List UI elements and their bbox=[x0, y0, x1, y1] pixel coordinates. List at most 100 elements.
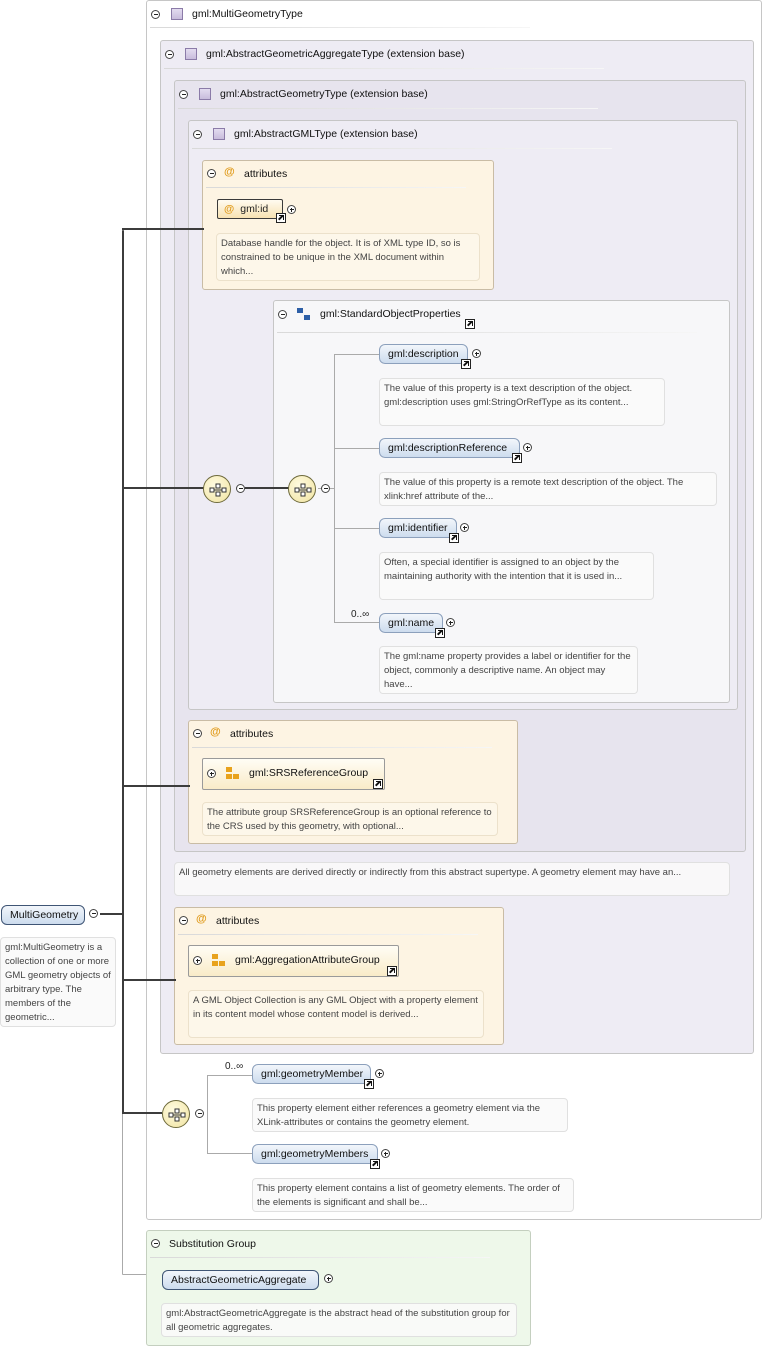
sequence-compositor-icon[interactable] bbox=[288, 475, 316, 503]
collapse-icon[interactable] bbox=[151, 1239, 160, 1248]
sequence-connector bbox=[207, 1075, 208, 1153]
connector bbox=[122, 487, 204, 489]
expand-icon[interactable] bbox=[193, 956, 202, 965]
collapse-icon[interactable] bbox=[207, 169, 216, 178]
expand-icon[interactable] bbox=[375, 1069, 384, 1078]
geometry-members-element[interactable]: gml:geometryMembers bbox=[252, 1144, 378, 1164]
collapse-icon[interactable] bbox=[179, 90, 188, 99]
collapse-icon[interactable] bbox=[195, 1109, 204, 1118]
gml-identifier-doc: Often, a special identifier is assigned … bbox=[379, 552, 654, 600]
aggregation-attribute-group-doc: A GML Object Collection is any GML Objec… bbox=[188, 990, 484, 1038]
multi-geometry-doc: gml:MultiGeometry is a collection of one… bbox=[0, 937, 116, 1027]
expand-icon[interactable] bbox=[381, 1149, 390, 1158]
gml-description-reference-element[interactable]: gml:descriptionReference bbox=[379, 438, 520, 458]
gml-name-doc: The gml:name property provides a label o… bbox=[379, 646, 638, 694]
collapse-icon[interactable] bbox=[236, 484, 245, 493]
reference-arrow-icon[interactable] bbox=[276, 213, 286, 223]
divider bbox=[150, 1257, 490, 1258]
connector bbox=[207, 1075, 252, 1076]
reference-arrow-icon[interactable] bbox=[461, 359, 471, 369]
multiplicity-label: 0..∞ bbox=[351, 609, 370, 620]
divider bbox=[192, 148, 612, 149]
multi-geometry-element[interactable]: MultiGeometry bbox=[1, 905, 85, 925]
collapse-icon[interactable] bbox=[193, 729, 202, 738]
reference-arrow-icon[interactable] bbox=[387, 966, 397, 976]
reference-arrow-icon[interactable] bbox=[364, 1079, 374, 1089]
attribute-icon: @ bbox=[224, 166, 235, 178]
divider bbox=[150, 27, 530, 28]
collapse-icon[interactable] bbox=[165, 50, 174, 59]
attributes-header: attributes bbox=[244, 168, 288, 180]
gml-description-element[interactable]: gml:description bbox=[379, 344, 468, 364]
sequence-connector bbox=[334, 354, 335, 622]
collapse-icon[interactable] bbox=[151, 10, 160, 19]
reference-arrow-icon[interactable] bbox=[370, 1159, 380, 1169]
srs-reference-group-doc: The attribute group SRSReferenceGroup is… bbox=[202, 802, 498, 836]
attribute-group-icon bbox=[212, 954, 226, 967]
main-connector bbox=[122, 230, 124, 1114]
gml-identifier-element[interactable]: gml:identifier bbox=[379, 518, 457, 538]
expand-icon[interactable] bbox=[287, 205, 296, 214]
standard-object-properties-title: gml:StandardObjectProperties bbox=[320, 308, 461, 320]
collapse-icon[interactable] bbox=[278, 310, 287, 319]
sequence-compositor-icon[interactable] bbox=[162, 1100, 190, 1128]
aggregation-attribute-group-label: gml:AggregationAttributeGroup bbox=[235, 954, 380, 966]
group-icon bbox=[297, 308, 311, 321]
geometry-members-doc: This property element contains a list of… bbox=[252, 1178, 574, 1212]
collapse-icon[interactable] bbox=[89, 909, 98, 918]
connector bbox=[207, 1153, 252, 1154]
divider bbox=[164, 68, 604, 69]
expand-icon[interactable] bbox=[324, 1274, 333, 1283]
reference-arrow-icon[interactable] bbox=[465, 319, 475, 329]
sequence-compositor-icon[interactable] bbox=[203, 475, 231, 503]
expand-icon[interactable] bbox=[472, 349, 481, 358]
reference-arrow-icon[interactable] bbox=[435, 628, 445, 638]
connector bbox=[245, 487, 289, 489]
gml-description-doc: The value of this property is a text des… bbox=[379, 378, 665, 426]
reference-arrow-icon[interactable] bbox=[512, 453, 522, 463]
geometry-member-element[interactable]: gml:geometryMember bbox=[252, 1064, 371, 1084]
attribute-icon: @ bbox=[196, 913, 207, 925]
substitution-connector bbox=[122, 1114, 123, 1274]
multi-geometry-type-title: gml:MultiGeometryType bbox=[192, 8, 303, 20]
abstract-geometric-aggregate-element[interactable]: AbstractGeometricAggregate bbox=[162, 1270, 319, 1290]
substitution-connector bbox=[122, 1274, 162, 1275]
substitution-group-title: Substitution Group bbox=[169, 1238, 256, 1250]
collapse-icon[interactable] bbox=[321, 484, 330, 493]
gml-name-element[interactable]: gml:name bbox=[379, 613, 443, 633]
divider bbox=[277, 332, 697, 333]
srs-reference-group-label: gml:SRSReferenceGroup bbox=[249, 767, 369, 779]
srs-reference-group[interactable] bbox=[202, 758, 385, 790]
gml-id-label: gml:id bbox=[240, 203, 269, 215]
expand-icon[interactable] bbox=[460, 523, 469, 532]
expand-icon[interactable] bbox=[207, 769, 216, 778]
connector bbox=[334, 448, 379, 449]
gml-description-reference-doc: The value of this property is a remote t… bbox=[379, 472, 717, 506]
expand-icon[interactable] bbox=[446, 618, 455, 627]
gml-id-doc: Database handle for the object. It is of… bbox=[216, 233, 480, 281]
connector bbox=[122, 785, 190, 787]
abstract-geometric-aggregate-doc: gml:AbstractGeometricAggregate is the ab… bbox=[161, 1303, 517, 1337]
divider bbox=[206, 187, 466, 188]
geometry-member-doc: This property element either references … bbox=[252, 1098, 568, 1132]
abstract-geometric-aggregate-type-title: gml:AbstractGeometricAggregateType (exte… bbox=[206, 48, 465, 60]
complex-type-icon bbox=[185, 48, 197, 60]
reference-arrow-icon[interactable] bbox=[373, 779, 383, 789]
connector bbox=[122, 979, 176, 981]
expand-icon[interactable] bbox=[523, 443, 532, 452]
multiplicity-label: 0..∞ bbox=[225, 1061, 244, 1072]
abstract-gml-type-title: gml:AbstractGMLType (extension base) bbox=[234, 128, 418, 140]
attributes-header: attributes bbox=[230, 728, 274, 740]
complex-type-icon bbox=[213, 128, 225, 140]
divider bbox=[178, 108, 598, 109]
divider bbox=[178, 934, 478, 935]
reference-arrow-icon[interactable] bbox=[449, 533, 459, 543]
connector bbox=[334, 528, 379, 529]
connector bbox=[122, 1112, 162, 1114]
attribute-icon: @ bbox=[224, 203, 235, 215]
collapse-icon[interactable] bbox=[193, 130, 202, 139]
attributes-header: attributes bbox=[216, 915, 260, 927]
gml-id-attribute[interactable]: @ gml:id bbox=[217, 199, 283, 219]
collapse-icon[interactable] bbox=[179, 916, 188, 925]
attribute-group-icon bbox=[226, 767, 240, 780]
